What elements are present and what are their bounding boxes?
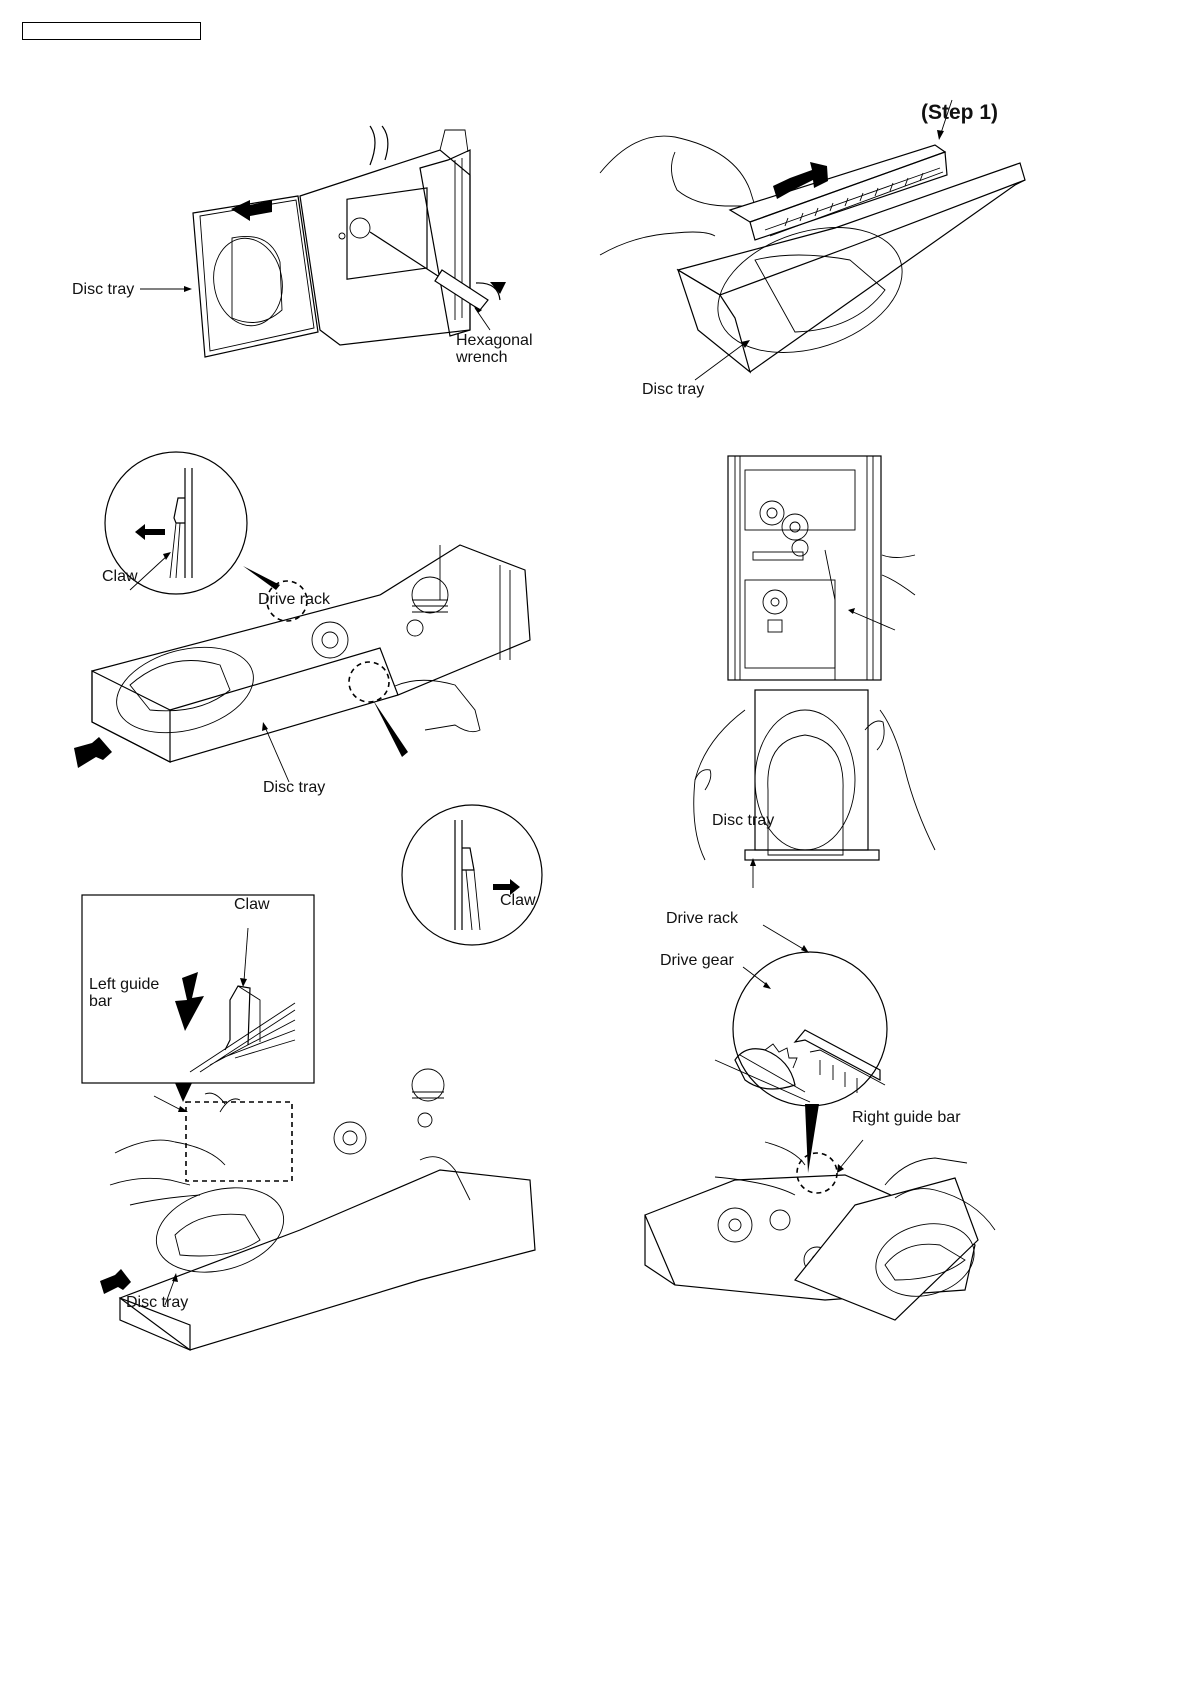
label-right-guide-bar: Right guide bar bbox=[852, 1109, 961, 1126]
right-hand-outline bbox=[880, 710, 935, 850]
callout-pointer-top bbox=[243, 566, 280, 590]
hand-outline bbox=[115, 1140, 225, 1165]
callout-pointer bbox=[805, 1104, 819, 1173]
callout-dashed-box bbox=[186, 1102, 292, 1181]
callout-pointer-bottom bbox=[373, 700, 408, 757]
mechanism-chassis bbox=[728, 456, 881, 680]
label-left-guide-bar-line2: bar bbox=[89, 993, 112, 1010]
label-left-guide-bar-line1: Left guide bbox=[89, 976, 159, 993]
figure-5-drawing bbox=[0, 880, 595, 1320]
arrow-down-left-icon bbox=[74, 737, 112, 768]
figure-1-remove-tray-wrench: Disc tray Hexagonal wrench bbox=[0, 0, 595, 400]
figure-2-drawing bbox=[595, 0, 1191, 400]
figure-3-claws-release: Claw Disc tray Claw bbox=[0, 400, 595, 900]
label-drive-gear: Drive gear bbox=[660, 952, 734, 969]
label-step-1: (Step 1) bbox=[921, 104, 998, 121]
mechanism-chassis bbox=[300, 150, 470, 345]
figure-6-drawing bbox=[595, 880, 1191, 1320]
label-drive-rack: Drive rack bbox=[258, 591, 330, 608]
label-disc-tray: Disc tray bbox=[712, 812, 774, 829]
figure-3-drawing bbox=[0, 400, 595, 900]
label-hexagonal-wrench-line2: wrench bbox=[456, 349, 508, 366]
label-disc-tray: Disc tray bbox=[126, 1294, 188, 1311]
left-hand-outline bbox=[694, 710, 745, 860]
figure-2-step-1-rack: (Step 1) Disc tray bbox=[595, 0, 1191, 400]
label-drive-rack: Drive rack bbox=[666, 910, 738, 927]
label-disc-tray: Disc tray bbox=[72, 281, 134, 298]
label-disc-tray: Disc tray bbox=[642, 381, 704, 398]
label-claw-top: Claw bbox=[102, 568, 138, 585]
figure-4-drive-rack-top-view: Drive rack Disc tray bbox=[595, 400, 1191, 900]
label-hexagonal-wrench-line1: Hexagonal bbox=[456, 332, 533, 349]
figure-4-drawing bbox=[595, 400, 1191, 900]
figure-6-drive-gear-rack: Drive rack Drive gear Right guide bar bbox=[595, 880, 1191, 1320]
arrow-down-left-icon bbox=[100, 1269, 131, 1294]
magnify-circle bbox=[733, 952, 887, 1106]
hand-outline bbox=[600, 136, 755, 206]
label-claw: Claw bbox=[234, 896, 270, 913]
figure-5-left-guide-bar: Claw Left guide bar Disc tray bbox=[0, 880, 595, 1320]
label-disc-tray: Disc tray bbox=[263, 779, 325, 796]
callout-pointer bbox=[175, 1083, 192, 1102]
